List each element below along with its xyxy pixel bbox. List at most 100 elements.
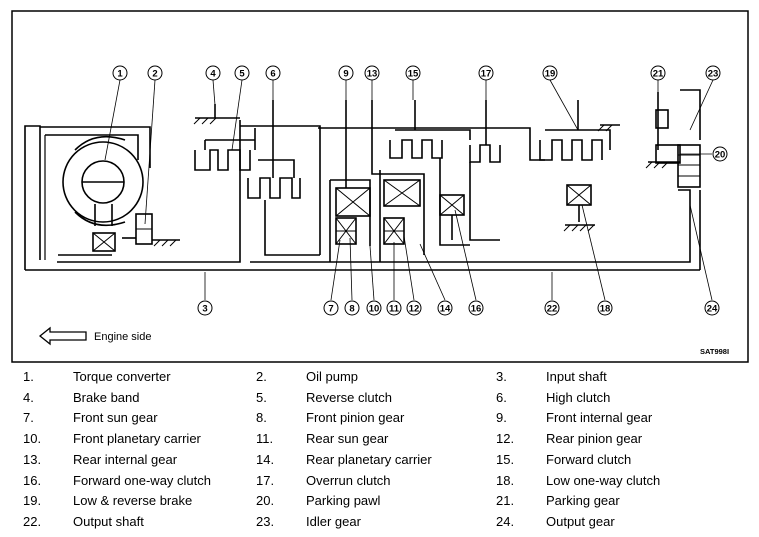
callout-18: 18 bbox=[597, 300, 613, 316]
svg-text:5: 5 bbox=[239, 69, 245, 80]
legend-label: Front pinion gear bbox=[306, 410, 405, 426]
legend-label: Rear sun gear bbox=[306, 431, 389, 447]
low-reverse-brake-shape bbox=[539, 139, 603, 161]
svg-text:7: 7 bbox=[328, 304, 333, 315]
svg-text:6: 6 bbox=[270, 69, 275, 80]
high-clutch-shape bbox=[247, 177, 301, 199]
callout-24: 24 bbox=[704, 300, 720, 316]
svg-text:2: 2 bbox=[152, 69, 157, 80]
legend-number: 11. bbox=[256, 431, 274, 447]
svg-text:10: 10 bbox=[369, 304, 380, 315]
svg-text:12: 12 bbox=[409, 304, 420, 315]
legend-label: Forward clutch bbox=[546, 451, 632, 467]
legend-number: 23. bbox=[256, 513, 275, 529]
svg-text:17: 17 bbox=[481, 69, 492, 80]
legend-number: 6. bbox=[496, 389, 507, 405]
legend-label: Overrun clutch bbox=[306, 472, 391, 488]
svg-text:15: 15 bbox=[408, 69, 419, 80]
callout-11: 11 bbox=[386, 300, 402, 316]
legend-number: 9. bbox=[496, 410, 507, 426]
legend-number: 24. bbox=[496, 513, 515, 529]
diagram-callouts: 1 2 3 4 5 6 7 8 9 10 11 12 13 14 15 16 1… bbox=[112, 65, 728, 316]
legend-number: 4. bbox=[23, 389, 34, 405]
legend-number: 12. bbox=[496, 431, 515, 447]
legend-label: Output shaft bbox=[73, 513, 144, 529]
callout-20: 20 bbox=[712, 146, 728, 162]
left-arrow-icon bbox=[38, 326, 87, 346]
callout-9: 9 bbox=[338, 65, 354, 81]
legend-label: Reverse clutch bbox=[306, 389, 392, 405]
svg-text:4: 4 bbox=[210, 69, 216, 80]
callout-6: 6 bbox=[265, 65, 281, 81]
callout-12: 12 bbox=[406, 300, 422, 316]
callout-16: 16 bbox=[468, 300, 484, 316]
legend-label: Torque converter bbox=[73, 369, 171, 384]
legend-number: 18. bbox=[496, 472, 515, 488]
legend-label: Front sun gear bbox=[73, 410, 158, 426]
overrun-clutch-shape bbox=[469, 144, 501, 163]
callout-5: 5 bbox=[234, 65, 250, 81]
callout-14: 14 bbox=[437, 300, 453, 316]
callout-22: 22 bbox=[544, 300, 560, 316]
legend-number: 20. bbox=[256, 493, 275, 509]
callout-23: 23 bbox=[705, 65, 721, 81]
callout-10: 10 bbox=[366, 300, 382, 316]
legend-number: 13. bbox=[23, 451, 42, 467]
legend-label: Output gear bbox=[546, 513, 615, 529]
legend-label: Oil pump bbox=[306, 369, 359, 384]
legend-label: High clutch bbox=[546, 389, 611, 405]
torque-converter-shape bbox=[62, 141, 144, 223]
output-gear-stack bbox=[677, 144, 701, 188]
callout-7: 7 bbox=[323, 300, 339, 316]
legend-number: 1. bbox=[23, 369, 34, 384]
callout-17: 17 bbox=[478, 65, 494, 81]
callout-13: 13 bbox=[364, 65, 380, 81]
legend-label: Rear pinion gear bbox=[546, 431, 643, 447]
diagram-frame bbox=[11, 10, 749, 363]
svg-text:14: 14 bbox=[440, 304, 451, 315]
callout-2: 2 bbox=[147, 65, 163, 81]
legend-number: 16. bbox=[23, 472, 42, 488]
legend-number: 2. bbox=[256, 369, 267, 384]
legend-label: Front internal gear bbox=[546, 410, 653, 426]
legend-label: Rear internal gear bbox=[73, 451, 178, 467]
legend-label: Rear planetary carrier bbox=[306, 451, 432, 467]
legend-number: 8. bbox=[256, 410, 267, 426]
stator-clutch bbox=[92, 232, 116, 252]
svg-text:18: 18 bbox=[600, 304, 611, 315]
legend-number: 19. bbox=[23, 493, 42, 509]
legend-label: Input shaft bbox=[546, 369, 607, 384]
svg-text:19: 19 bbox=[545, 69, 556, 80]
svg-text:3: 3 bbox=[202, 304, 207, 315]
parking-gear-box bbox=[655, 109, 669, 129]
legend-number: 22. bbox=[23, 513, 42, 529]
legend-number: 21. bbox=[496, 493, 515, 509]
legend-number: 7. bbox=[23, 410, 34, 426]
legend-label: Idler gear bbox=[306, 513, 361, 529]
figure-code: SAT998I bbox=[700, 347, 729, 356]
legend-label: Low one-way clutch bbox=[546, 472, 661, 488]
legend-number: 15. bbox=[496, 451, 515, 467]
legend-number: 17. bbox=[256, 472, 275, 488]
engine-side-label: Engine side bbox=[94, 331, 152, 343]
svg-text:21: 21 bbox=[653, 69, 664, 80]
legend-number: 10. bbox=[23, 431, 42, 447]
callout-4: 4 bbox=[205, 65, 221, 81]
svg-text:24: 24 bbox=[707, 304, 718, 315]
rear-internal-gear-box bbox=[383, 179, 421, 207]
svg-text:16: 16 bbox=[471, 304, 482, 315]
svg-text:22: 22 bbox=[547, 304, 558, 315]
reverse-clutch-shape bbox=[194, 149, 251, 171]
legend-label: Brake band bbox=[73, 389, 140, 405]
svg-text:23: 23 bbox=[708, 69, 719, 80]
legend-label: Parking pawl bbox=[306, 493, 381, 509]
legend-label: Front planetary carrier bbox=[73, 431, 201, 447]
svg-text:11: 11 bbox=[389, 304, 400, 315]
legend-number: 14. bbox=[256, 451, 275, 467]
callout-3: 3 bbox=[197, 300, 213, 316]
parking-pawl-box bbox=[655, 144, 681, 164]
legend-label: Low & reverse brake bbox=[73, 493, 193, 509]
legend-label: Parking gear bbox=[546, 493, 620, 509]
legend-number: 5. bbox=[256, 389, 267, 405]
